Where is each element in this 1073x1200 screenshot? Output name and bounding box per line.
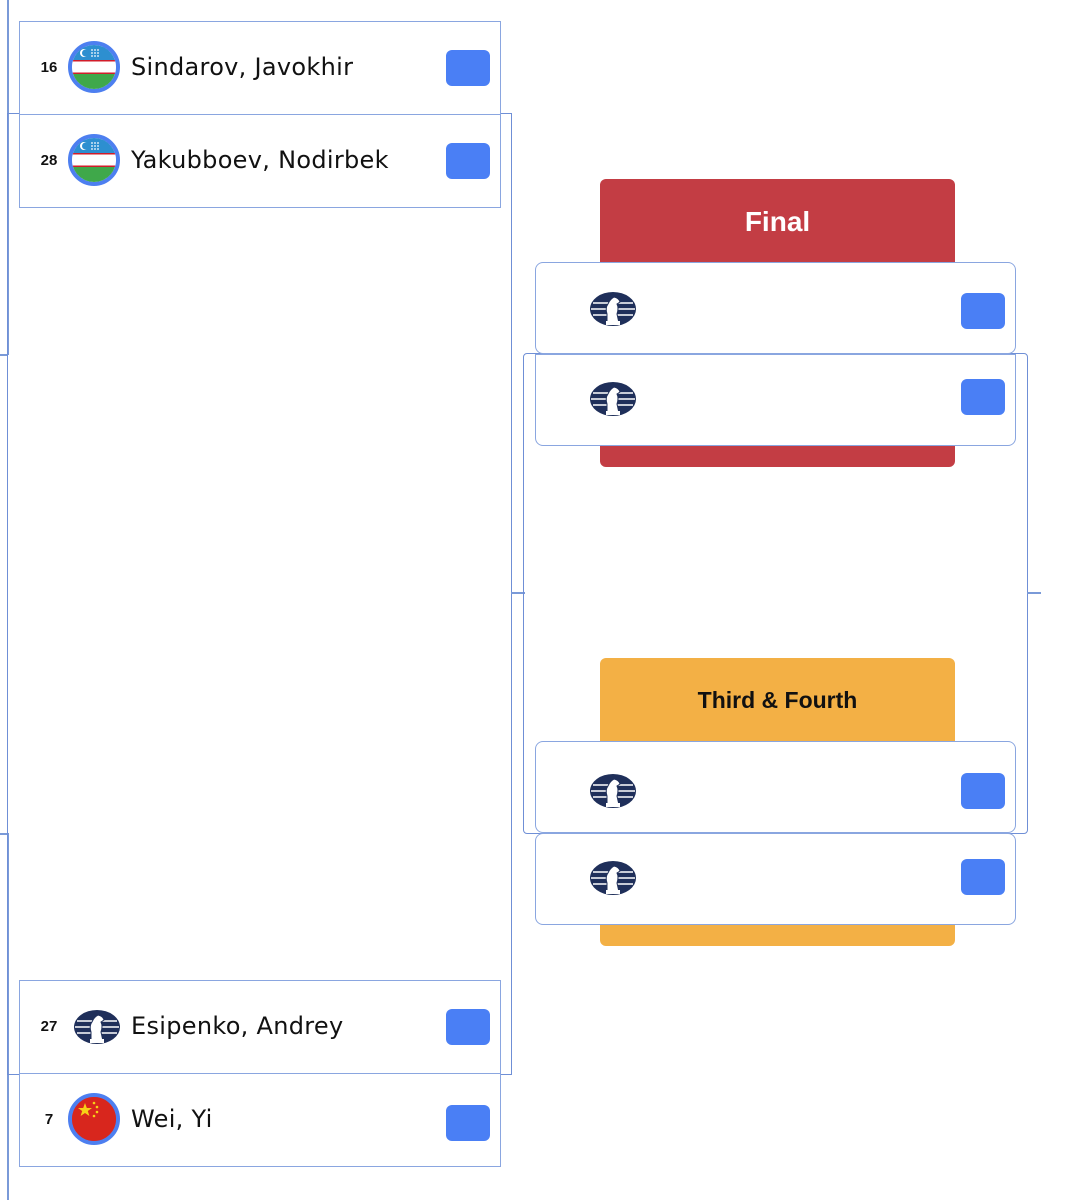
final-slot-2[interactable] — [535, 354, 1016, 446]
score-button[interactable] — [961, 379, 1005, 415]
uzbekistan-flag-icon — [68, 134, 120, 186]
score-button[interactable] — [961, 773, 1005, 809]
score-button[interactable] — [961, 293, 1005, 329]
fide-logo-icon — [590, 774, 636, 808]
third-fourth-slot-1[interactable] — [535, 741, 1016, 833]
player-name: Sindarov, Javokhir — [131, 53, 354, 81]
seed-number: 27 — [40, 1018, 58, 1035]
third-fourth-slot-2[interactable] — [535, 833, 1016, 925]
player-row-yakubboev[interactable]: 28 Yakubboev, Nodirbek — [19, 114, 501, 208]
third-fourth-title: Third & Fourth — [697, 687, 858, 713]
score-button[interactable] — [446, 1009, 490, 1045]
player-row-wei[interactable]: 7 Wei, Yi — [19, 1073, 501, 1167]
fide-logo-icon — [590, 292, 636, 326]
seed-number: 16 — [40, 59, 58, 76]
player-name: Esipenko, Andrey — [131, 1012, 344, 1040]
score-button[interactable] — [446, 1105, 490, 1141]
player-row-esipenko[interactable]: 27 Esipenko, Andrey — [19, 980, 501, 1074]
score-button[interactable] — [446, 50, 490, 86]
score-button[interactable] — [446, 143, 490, 179]
bracket-connector-right — [1027, 592, 1041, 594]
seed-number: 7 — [44, 1111, 54, 1128]
china-flag-icon — [68, 1093, 120, 1145]
uzbekistan-flag-icon — [68, 41, 120, 93]
seed-number: 28 — [40, 152, 58, 169]
final-slot-1[interactable] — [535, 262, 1016, 354]
player-name: Yakubboev, Nodirbek — [131, 146, 389, 174]
player-row-sindarov[interactable]: 16 Sindarov, Javokhir — [19, 21, 501, 115]
player-name: Wei, Yi — [131, 1105, 213, 1133]
fide-logo-icon — [74, 1010, 120, 1044]
bracket-connector-center — [511, 592, 525, 594]
final-title: Final — [744, 206, 811, 237]
bracket-line-left-bottom-cap — [0, 833, 8, 835]
score-button[interactable] — [961, 859, 1005, 895]
fide-logo-icon — [590, 382, 636, 416]
semifinal-bracket-outline — [7, 113, 512, 1075]
fide-logo-icon — [590, 861, 636, 895]
bracket-line-left-top-cap — [0, 354, 8, 356]
